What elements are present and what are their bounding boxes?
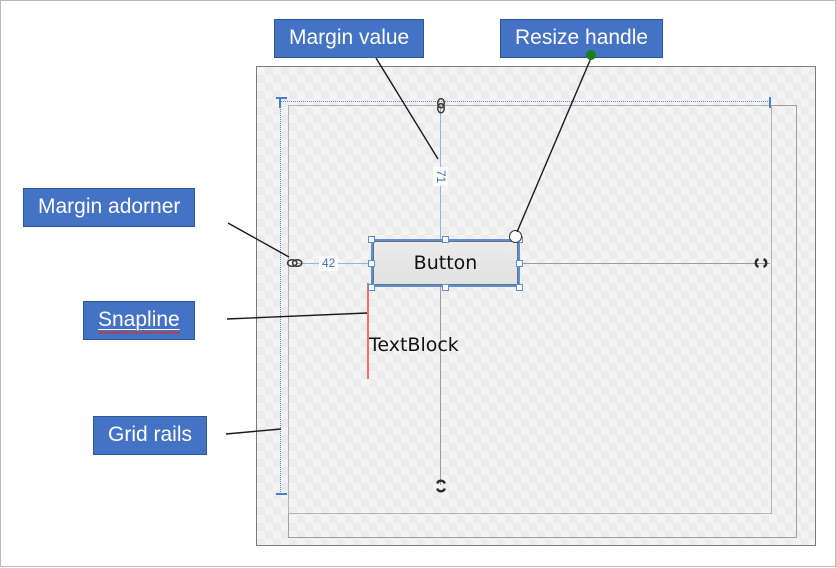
chain-linked-icon-top[interactable]: [434, 97, 448, 115]
margin-value-left[interactable]: 42: [319, 256, 339, 271]
callout-snapline: Snapline: [83, 301, 195, 340]
grid-rail-cap-bottom: [276, 493, 287, 495]
callout-grid-rails: Grid rails: [93, 416, 208, 455]
callout-margin-value-label: Margin value: [289, 26, 410, 49]
callout-grid-rails-label: Grid rails: [108, 423, 193, 446]
grid-rail-vertical[interactable]: [276, 97, 287, 495]
resize-handle-bottom-center[interactable]: [442, 284, 449, 291]
form-outline: [288, 105, 772, 514]
chain-broken-icon-right[interactable]: [751, 257, 771, 269]
grid-rail-cap-right: [769, 97, 771, 108]
resize-handle-bottom-right[interactable]: [516, 284, 523, 291]
grid-rail-cap-left: [279, 97, 281, 108]
callout-resize-handle: Resize handle: [500, 19, 664, 58]
margin-value-top[interactable]: 71: [433, 166, 449, 187]
callout-margin-value: Margin value: [274, 19, 425, 58]
callout-snapline-label: Snapline: [98, 308, 180, 331]
textblock-element[interactable]: TextBlock: [369, 334, 459, 356]
design-surface[interactable]: 42 71: [256, 66, 816, 546]
grid-rail-cap-top: [276, 97, 287, 99]
resize-handle-top-left[interactable]: [368, 236, 375, 243]
callout-resize-handle-label: Resize handle: [515, 26, 649, 49]
chain-linked-icon-left[interactable]: [286, 256, 304, 270]
snapline-indicator: [367, 283, 369, 379]
resize-handle-middle-left[interactable]: [368, 260, 375, 267]
callout-margin-adorner-label: Margin adorner: [38, 195, 181, 218]
grid-rail-horizontal[interactable]: [279, 97, 771, 108]
resize-handle-bottom-left[interactable]: [368, 284, 375, 291]
spellcheck-squiggle-icon: [98, 331, 180, 334]
chain-broken-icon-bottom[interactable]: [435, 476, 447, 496]
resize-handle-circle[interactable]: [509, 230, 522, 243]
callout-margin-adorner: Margin adorner: [23, 188, 196, 227]
guide-line-right: [520, 263, 770, 264]
button-element[interactable]: Button: [373, 241, 518, 285]
resize-handle-middle-right[interactable]: [516, 260, 523, 267]
guide-line-bottom: [440, 287, 441, 485]
resize-handle-top-center[interactable]: [442, 236, 449, 243]
